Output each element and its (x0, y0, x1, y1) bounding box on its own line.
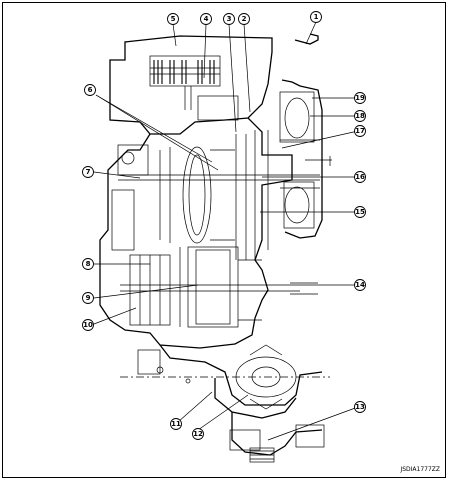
svg-text:4: 4 (204, 15, 209, 23)
svg-text:17: 17 (355, 127, 365, 135)
svg-text:15: 15 (355, 208, 365, 216)
callout-11: 11 (170, 418, 182, 430)
svg-text:6: 6 (88, 86, 93, 94)
svg-text:1: 1 (314, 13, 319, 21)
svg-text:7: 7 (86, 168, 91, 176)
svg-text:16: 16 (355, 173, 365, 181)
housing-outline (99, 33, 323, 456)
svg-text:12: 12 (193, 430, 203, 438)
svg-text:10: 10 (83, 321, 93, 329)
callout-10: 10 (82, 319, 94, 331)
svg-text:2: 2 (242, 15, 247, 23)
svg-text:18: 18 (355, 112, 365, 120)
callout-18: 18 (354, 110, 366, 122)
callout-7: 7 (82, 166, 94, 178)
svg-text:3: 3 (227, 15, 232, 23)
callout-4: 4 (200, 13, 212, 25)
callout-17: 17 (354, 125, 366, 137)
figure-code: JSDIA1777ZZ (399, 466, 440, 473)
svg-text:11: 11 (171, 420, 181, 428)
callout-8: 8 (82, 258, 94, 270)
leader-lines (93, 21, 359, 441)
callout-15: 15 (354, 206, 366, 218)
callout-1: 1 (310, 11, 322, 23)
svg-text:9: 9 (86, 294, 91, 302)
interior-detail (111, 55, 332, 463)
callout-14: 14 (354, 279, 366, 291)
callout-12: 12 (192, 428, 204, 440)
callout-9: 9 (82, 292, 94, 304)
callout-19: 19 (354, 92, 366, 104)
callout-2: 2 (238, 13, 250, 25)
svg-text:5: 5 (171, 15, 176, 23)
svg-text:14: 14 (355, 281, 365, 289)
callout-5: 5 (167, 13, 179, 25)
callout-13: 13 (354, 401, 366, 413)
callout-16: 16 (354, 171, 366, 183)
svg-text:13: 13 (355, 403, 365, 411)
callout-6: 6 (84, 84, 96, 96)
svg-text:8: 8 (86, 260, 91, 268)
svg-text:19: 19 (355, 94, 365, 102)
callout-3: 3 (223, 13, 235, 25)
